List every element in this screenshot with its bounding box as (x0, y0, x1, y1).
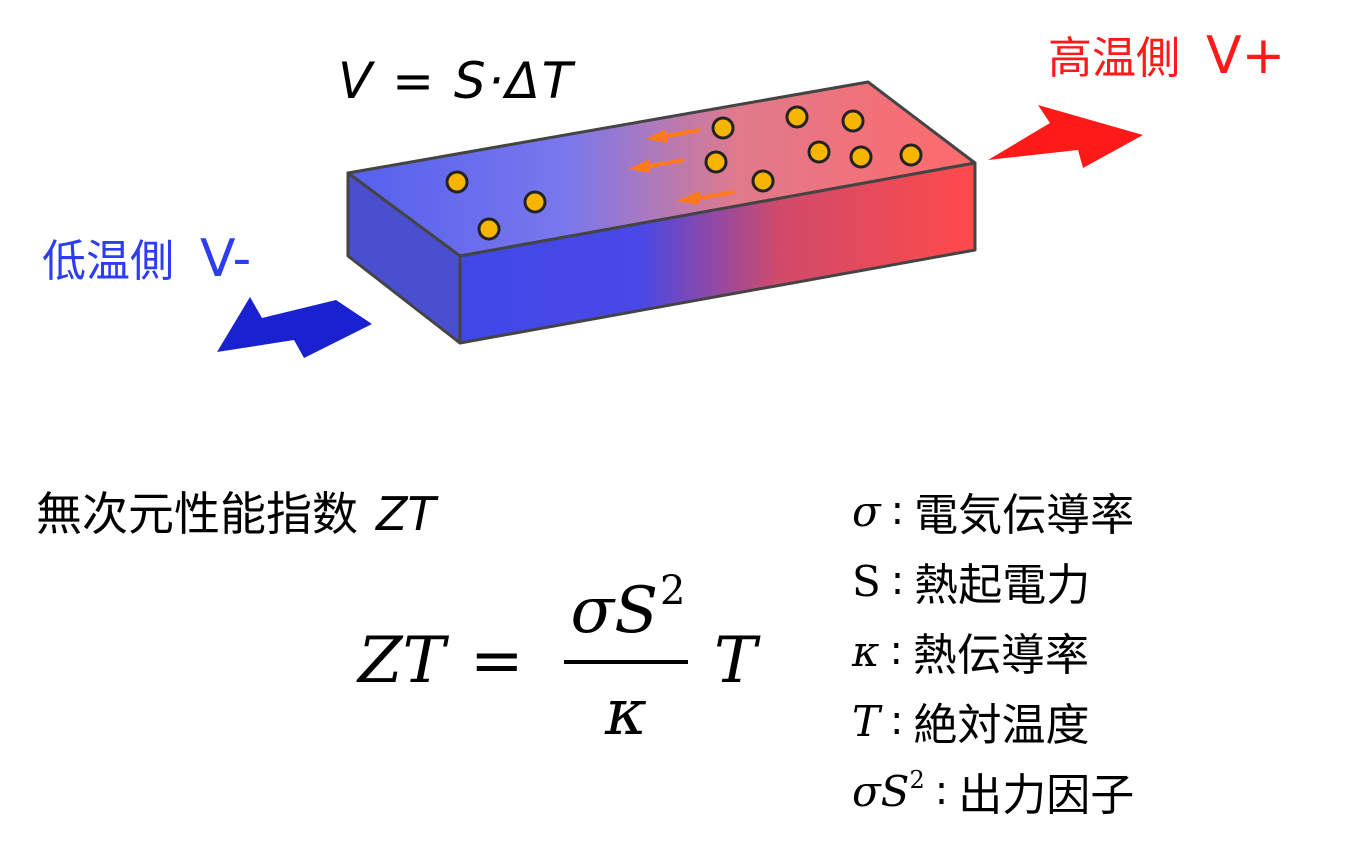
formula-equals: = (470, 624, 524, 698)
hot-side-label: 高温側 V+ (1048, 22, 1285, 86)
legend-separator: : (890, 698, 904, 744)
hot-side-voltage: V+ (1206, 26, 1286, 86)
legend-item: σ : 電気伝導率 (852, 476, 1312, 546)
cold-side-voltage: V- (200, 229, 252, 289)
formula-numerator: σS2 (564, 568, 692, 648)
zt-formula: ZT = σS2 κ T (358, 560, 778, 760)
carrier (841, 109, 865, 133)
legend-symbol: κ (852, 626, 880, 676)
legend-description: 熱起電力 (914, 560, 1091, 611)
thermoelectric-diagram (217, 80, 1143, 358)
charge-carriers (445, 105, 923, 241)
carrier (523, 190, 547, 214)
legend-symbol-base: S (852, 557, 881, 606)
carrier (899, 143, 923, 167)
legend-description: 電気伝導率 (914, 490, 1135, 541)
seebeck-equation: V = S·ΔT (338, 52, 575, 110)
numerator-exponent: 2 (660, 568, 686, 614)
legend-symbol-base: T (852, 697, 881, 746)
legend-separator: : (889, 628, 904, 674)
zt-title-symbol: ZT (376, 487, 436, 541)
legend-symbol: T (852, 696, 880, 746)
carrier (704, 150, 728, 174)
carrier (785, 105, 809, 129)
legend-symbol: σ (852, 486, 881, 536)
numerator-base: σS (570, 574, 659, 648)
legend-symbol: σS2 (852, 766, 925, 816)
carrier (445, 170, 469, 194)
carrier (477, 217, 501, 241)
carrier (807, 140, 831, 164)
block-side-face (346, 171, 462, 345)
legend-separator: : (890, 558, 905, 604)
carrier (751, 169, 775, 193)
legend-description: 熱伝導率 (913, 630, 1090, 681)
legend-item: κ : 熱伝導率 (852, 616, 1312, 686)
legend-item: S : 熱起電力 (852, 546, 1312, 616)
carrier-flow-arrows (628, 128, 734, 205)
hot-side-text: 高温側 (1048, 33, 1180, 84)
formula-factor: T (714, 624, 757, 698)
carrier (849, 145, 873, 169)
zt-title-text: 無次元性能指数 (36, 487, 358, 541)
formula-denominator: κ (605, 676, 647, 750)
flow-arrow-icon (628, 158, 684, 173)
formula-lhs: ZT (358, 624, 446, 698)
legend-separator: : (890, 488, 905, 534)
carrier (711, 116, 735, 140)
cold-side-text: 低温側 (42, 236, 174, 287)
legend-separator: : (934, 768, 949, 814)
cold-side-label: 低温側 V- (42, 225, 251, 289)
fraction-bar (564, 660, 688, 664)
cold-arrow-icon (217, 297, 372, 358)
legend-description: 出力因子 (958, 770, 1135, 821)
legend-description: 絶対温度 (913, 700, 1090, 751)
legend-symbol-base: κ (852, 627, 880, 676)
legend-symbol-base: σS (852, 767, 910, 816)
legend-item: σS2 : 出力因子 (852, 756, 1312, 826)
hot-arrow-icon (988, 105, 1143, 168)
legend-symbol-exp: 2 (909, 766, 925, 794)
legend-symbol: S (852, 556, 881, 606)
figure-of-merit-title: 無次元性能指数 ZT (36, 478, 436, 544)
legend-item: T : 絶対温度 (852, 686, 1312, 756)
legend-symbol-base: σ (852, 487, 881, 536)
flow-arrow-icon (676, 190, 734, 205)
symbol-legend: σ : 電気伝導率 S : 熱起電力 κ : 熱伝導率 T : 絶対温度 σS2… (852, 476, 1312, 826)
flow-arrow-icon (646, 128, 700, 143)
